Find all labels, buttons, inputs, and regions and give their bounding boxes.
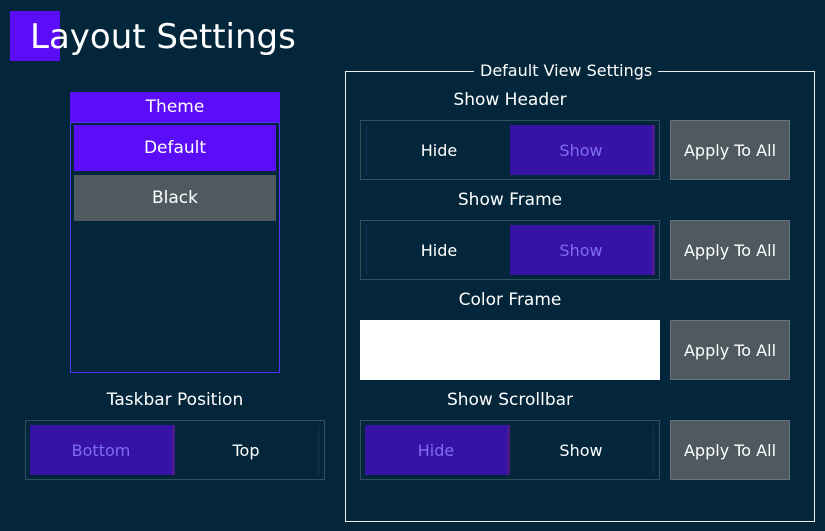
theme-header: Theme <box>70 92 280 122</box>
color-frame-label: Color Frame <box>458 290 562 310</box>
show-header-hide-option[interactable]: Hide <box>365 125 510 175</box>
taskbar-bottom-option[interactable]: Bottom <box>30 425 175 475</box>
taskbar-top-option[interactable]: Top <box>175 425 320 475</box>
color-frame-apply-button[interactable]: Apply To All <box>670 320 790 380</box>
taskbar-position-label: Taskbar Position <box>106 390 244 410</box>
show-header-toggle: Hide Show <box>360 120 660 180</box>
show-frame-show-option[interactable]: Show <box>510 225 655 275</box>
taskbar-position-toggle: Bottom Top <box>25 420 325 480</box>
show-frame-label: Show Frame <box>457 190 563 210</box>
show-frame-hide-option[interactable]: Hide <box>365 225 510 275</box>
theme-item-default[interactable]: Default <box>74 125 276 171</box>
show-scrollbar-show-option[interactable]: Show <box>510 425 655 475</box>
color-frame-swatch[interactable] <box>360 320 660 380</box>
title-accent-block <box>10 11 60 61</box>
page-title: Layout Settings <box>30 17 296 57</box>
show-header-label: Show Header <box>453 90 567 110</box>
show-frame-apply-button[interactable]: Apply To All <box>670 220 790 280</box>
theme-list: Default Black <box>70 122 280 373</box>
theme-item-black[interactable]: Black <box>74 175 276 221</box>
show-scrollbar-label: Show Scrollbar <box>446 390 574 410</box>
show-scrollbar-apply-button[interactable]: Apply To All <box>670 420 790 480</box>
show-scrollbar-hide-option[interactable]: Hide <box>365 425 510 475</box>
default-view-settings-legend: Default View Settings <box>474 60 659 82</box>
show-frame-toggle: Hide Show <box>360 220 660 280</box>
show-scrollbar-toggle: Hide Show <box>360 420 660 480</box>
show-header-show-option[interactable]: Show <box>510 125 655 175</box>
show-header-apply-button[interactable]: Apply To All <box>670 120 790 180</box>
